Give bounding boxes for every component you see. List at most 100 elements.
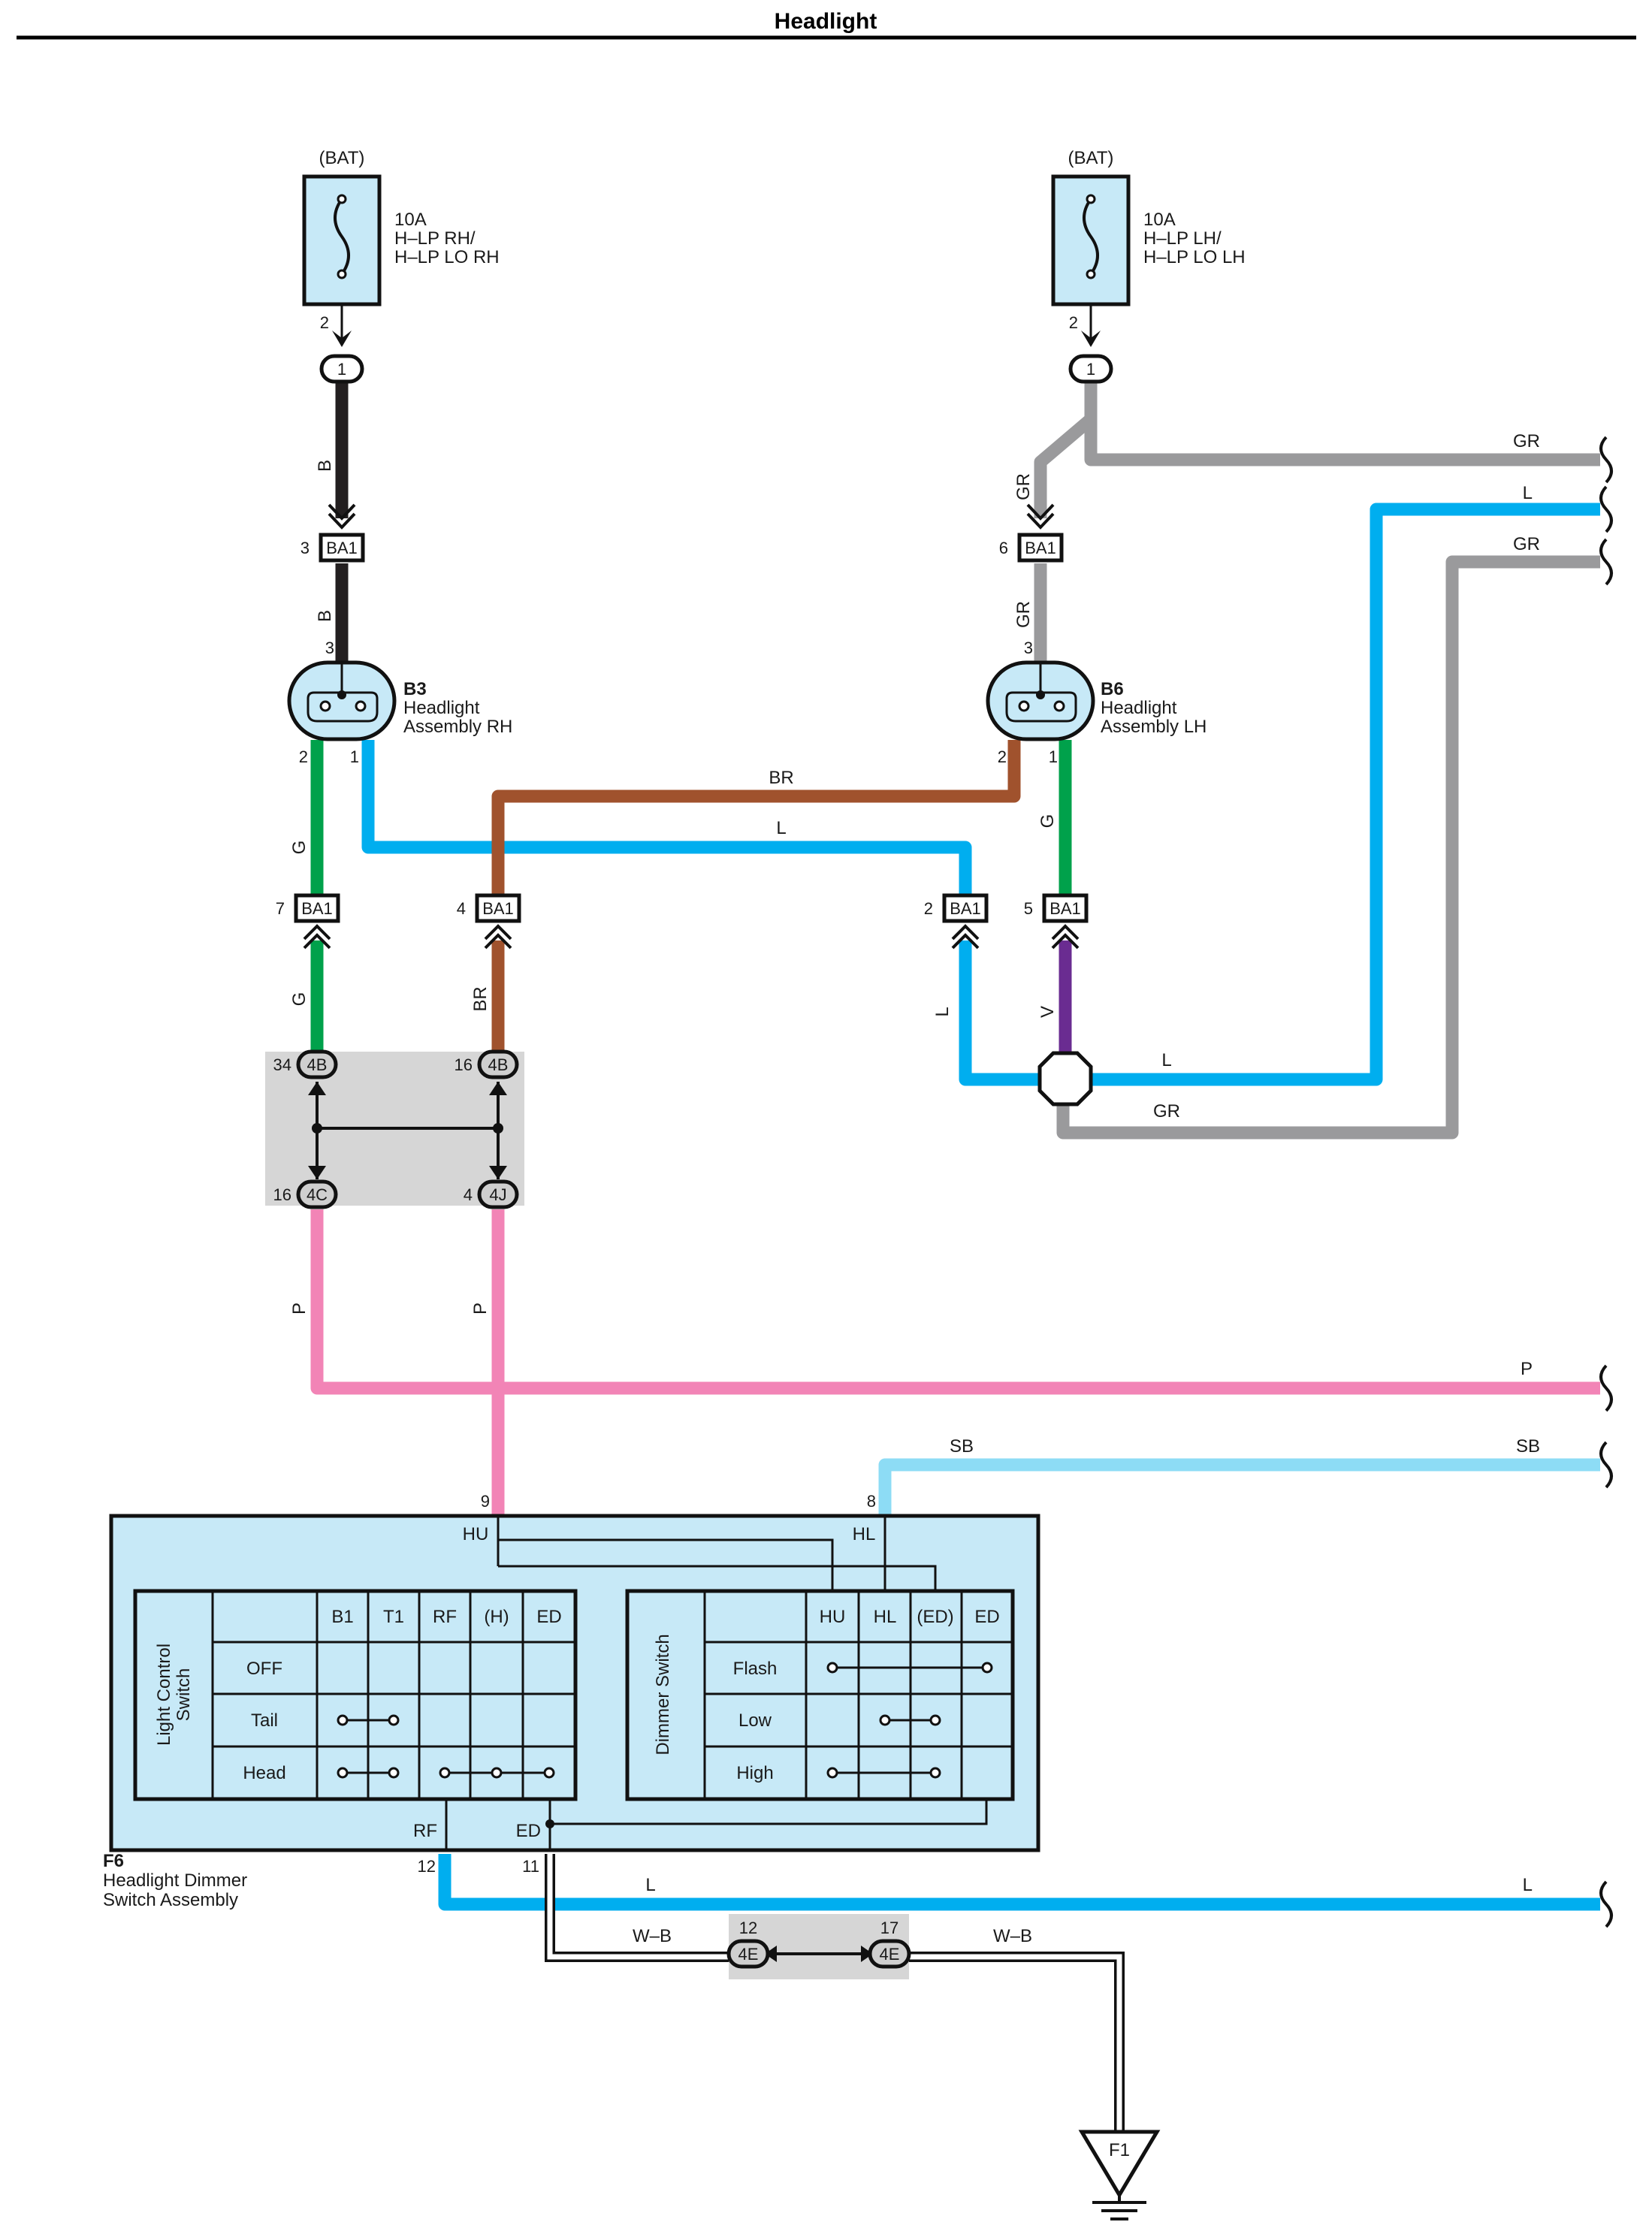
switch-assembly-id: F6 <box>103 1851 124 1871</box>
ba1-pin: 6 <box>999 539 1008 557</box>
headlight-dimmer-switch-assembly: 9 8 HU HL RF ED 12 11 F6 Headlight Dimme… <box>103 1492 1040 1910</box>
wire-br <box>491 740 1021 1052</box>
lc-col-b1: B1 <box>331 1607 353 1627</box>
ba1-pin: 5 <box>1024 899 1033 918</box>
dimmer-switch-table: Dimmer Switch HU HL (ED) ED Flash Low Hi… <box>625 1589 1015 1801</box>
ground-id: F1 <box>1109 2140 1130 2160</box>
ba1-label: BA1 <box>950 899 981 918</box>
ba1-pin: 7 <box>276 899 285 918</box>
junction-4j-pin: 4 <box>464 1185 473 1204</box>
fuse-connector-pin: 1 <box>337 360 346 379</box>
junction-4e-label: 4E <box>880 1945 900 1964</box>
ba1-pin: 3 <box>301 539 310 557</box>
lc-row-off: OFF <box>246 1659 282 1679</box>
ds-row-low: Low <box>738 1710 772 1731</box>
wire-label-l: L <box>1523 1875 1533 1895</box>
wire-label-wb: W–B <box>633 1926 672 1946</box>
switch-pin-rf: 12 <box>418 1857 436 1876</box>
switch-assembly-name-line2: Switch Assembly <box>103 1890 238 1910</box>
wire-label-gr: GR <box>1513 431 1540 451</box>
junction-4c-label: 4C <box>307 1185 328 1204</box>
junction-4j-label: 4J <box>489 1185 506 1204</box>
terminal-hl: HL <box>853 1524 876 1544</box>
headlight-pin-left: 2 <box>299 747 308 766</box>
wire-label-gr: GR <box>1013 473 1034 500</box>
switch-pin-hl: 8 <box>867 1492 876 1511</box>
wire-label-gr: GR <box>1513 534 1540 554</box>
wire-label-l: L <box>776 818 786 838</box>
wire-label-g: G <box>289 992 310 1007</box>
headlight-name-line2: Assembly RH <box>403 717 512 737</box>
wire-label-l: L <box>932 1007 953 1016</box>
fuse-pin: 2 <box>1069 313 1078 332</box>
wire-break-marks <box>1599 436 1613 1928</box>
lc-col-h: (H) <box>484 1607 509 1627</box>
fuse-hlp-lh: (BAT) 10A H–LP LH/ H–LP LO LH 2 1 <box>1051 148 1246 384</box>
wire-label-l: L <box>1161 1050 1171 1070</box>
ds-col-ed: ED <box>974 1607 999 1627</box>
lc-row-tail: Tail <box>251 1710 278 1731</box>
wire-label-l: L <box>1523 483 1533 503</box>
junction-4b-label: 4B <box>488 1055 509 1074</box>
ba1-pin: 4 <box>457 899 466 918</box>
connector-ba1-5: BA1 5 <box>1024 893 1089 949</box>
wire-label-br: BR <box>470 986 491 1011</box>
wire-label-b: B <box>315 610 335 622</box>
switch-pin-ed: 11 <box>522 1857 539 1876</box>
headlight-name-line1: Headlight <box>403 698 480 718</box>
ba1-label: BA1 <box>482 899 514 918</box>
wire-gr <box>1034 379 1600 1140</box>
fuse-hlp-rh: (BAT) 10A H–LP RH/ H–LP LO RH 2 1 <box>302 148 500 384</box>
wire-label-p: P <box>470 1303 491 1315</box>
ba1-pin: 2 <box>924 899 933 918</box>
wire-label-sb: SB <box>950 1436 974 1457</box>
headlight-id: B3 <box>403 679 427 699</box>
wire-p <box>310 1209 1600 1516</box>
ground-f1: F1 <box>1078 2130 1161 2220</box>
wire-label-p: P <box>289 1303 310 1315</box>
lc-col-t1: T1 <box>383 1607 404 1627</box>
ds-col-hu: HU <box>820 1607 846 1627</box>
ds-col-hl: HL <box>874 1607 897 1627</box>
connector-ba1-2: BA1 2 <box>924 893 989 949</box>
terminal-rf: RF <box>413 1821 437 1841</box>
junction-4b-pin: 34 <box>273 1055 291 1074</box>
switch-assembly-name-line1: Headlight Dimmer <box>103 1870 247 1891</box>
fuse-source-label: (BAT) <box>319 148 365 168</box>
headlight-pin-left: 2 <box>998 747 1007 766</box>
fuse-name-line2: H–LP LO LH <box>1143 247 1246 267</box>
fuse-rating: 10A <box>394 210 427 230</box>
headlight-name-line2: Assembly LH <box>1101 717 1207 737</box>
light-control-title-line2: Switch <box>174 1668 194 1722</box>
junction-4e: 4E 12 4E 17 <box>726 1914 911 1979</box>
lc-col-rf: RF <box>433 1607 457 1627</box>
wire-g <box>310 740 1072 1052</box>
headlight-id: B6 <box>1101 679 1124 699</box>
headlight-pin-top: 3 <box>1024 639 1033 657</box>
headlight-name-line1: Headlight <box>1101 698 1177 718</box>
fuse-name-line1: H–LP RH/ <box>394 228 476 249</box>
wire-label-sb: SB <box>1516 1436 1540 1457</box>
fuse-source-label: (BAT) <box>1068 148 1114 168</box>
junction-4e-label: 4E <box>738 1945 759 1964</box>
dimmer-switch-title: Dimmer Switch <box>653 1634 673 1755</box>
wire-label-br: BR <box>769 768 793 788</box>
headlight-pin-top: 3 <box>325 639 334 657</box>
headlight-pin-right: 1 <box>1049 747 1058 766</box>
ba1-label: BA1 <box>301 899 333 918</box>
lc-col-ed: ED <box>536 1607 561 1627</box>
junction-4c-pin: 16 <box>273 1185 291 1204</box>
ba1-label: BA1 <box>1049 899 1081 918</box>
headlight-rh: 3 2 1 B3 Headlight Assembly RH <box>287 639 512 766</box>
fuse-connector-pin: 1 <box>1086 360 1095 379</box>
wire-label-l: L <box>645 1875 655 1895</box>
fuse-name-line2: H–LP LO RH <box>394 247 500 267</box>
wire-label-b: B <box>315 460 335 472</box>
page-title: Headlight <box>775 9 877 34</box>
wire-label-wb: W–B <box>993 1926 1032 1946</box>
junction-block: 4B 34 4B 16 4C 16 4J 4 <box>265 1049 524 1209</box>
wire-label-g: G <box>1037 814 1058 829</box>
connector-ba1-6: BA1 6 <box>999 503 1064 563</box>
wire-l <box>361 503 1600 1911</box>
